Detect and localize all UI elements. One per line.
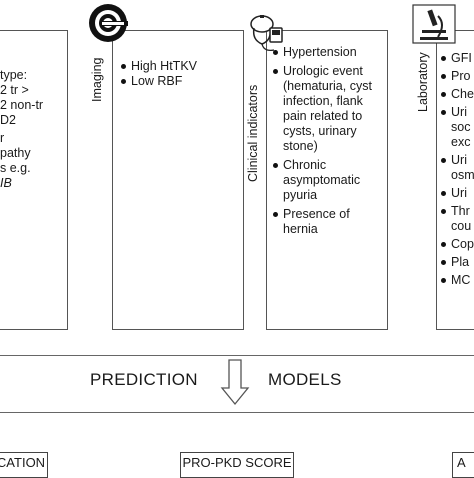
imaging-item: High HtTKV [119,59,197,74]
laboratory-label: Laboratory [416,52,430,112]
blood-pressure-monitor-icon [246,10,288,54]
genetic-line: 2 non-tr [0,98,44,112]
right-model-box: A [452,452,474,478]
imaging-panel: High HtTKV Low RBF [112,30,244,330]
genetic-line: 2 tr > [0,83,29,97]
genetic-line: D2 [0,113,16,127]
genetic-line: pathy [0,146,31,160]
laboratory-item: Che [439,87,474,102]
right-model-label: A [457,455,466,470]
clinical-label: Clinical indicators [246,84,260,182]
laboratory-panel: GFI Pro Che Uri soc exc Uri osm Uri Thr … [436,30,474,330]
pro-pkd-score-label: PRO-PKD SCORE [182,455,292,470]
clinical-list: Hypertension Urologic event (hematuria, … [271,45,385,237]
laboratory-item: Pro [439,69,474,84]
laboratory-item: Uri [439,186,474,201]
prediction-models-band [0,355,474,413]
clinical-item: Urologic event (hematuria, cyst infectio… [271,64,385,154]
prediction-word: PREDICTION [90,370,198,389]
laboratory-item: Pla [439,255,474,270]
classification-box: CATION [0,452,48,478]
laboratory-item: MC [439,273,474,288]
models-word: MODELS [268,370,342,389]
clinical-panel: Hypertension Urologic event (hematuria, … [266,30,388,330]
imaging-list: High HtTKV Low RBF [119,59,197,89]
imaging-scanner-icon [88,3,128,43]
laboratory-item: Thr cou [439,204,474,234]
genetic-line: r [0,131,5,145]
imaging-label: Imaging [90,57,104,102]
laboratory-item: Uri osm [439,153,474,183]
genetic-line: s e.g. [0,161,31,175]
genetic-line: IB [0,176,12,190]
laboratory-list: GFI Pro Che Uri soc exc Uri osm Uri Thr … [439,51,474,288]
genetic-panel [0,30,68,330]
clinical-item: Presence of hernia [271,207,385,237]
laboratory-item: GFI [439,51,474,66]
down-arrow-icon [220,358,250,406]
pro-pkd-score-box: PRO-PKD SCORE [180,452,294,478]
microscope-icon [412,4,456,44]
genetic-line: type: [0,68,28,82]
clinical-item: Hypertension [271,45,385,60]
laboratory-item: Uri soc exc [439,105,474,150]
laboratory-item: Cop [439,237,474,252]
clinical-item: Chronic asymptomatic pyuria [271,158,385,203]
imaging-item: Low RBF [119,74,197,89]
classification-label: CATION [0,455,46,470]
